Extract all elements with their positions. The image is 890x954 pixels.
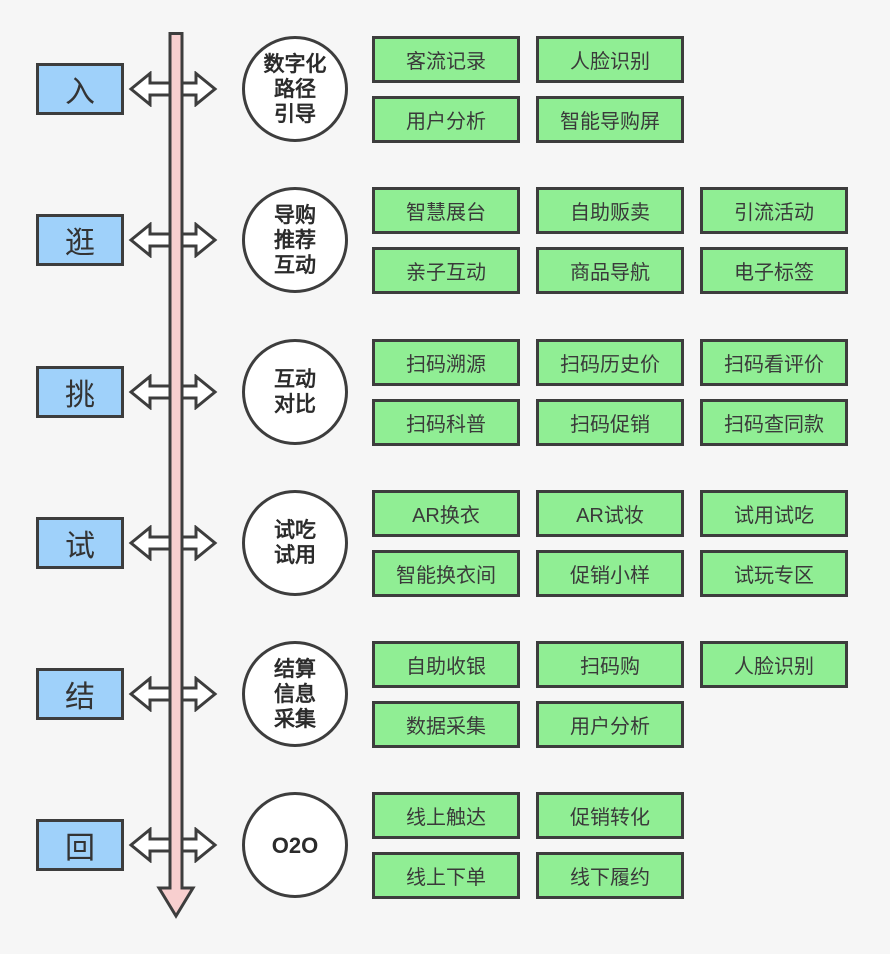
circle-label-line: O2O (271, 832, 319, 858)
category-circle: 结算 信息 采集 (242, 641, 348, 747)
feature-box: 促销小样 (536, 550, 684, 597)
stage-box: 回 (36, 819, 124, 871)
feature-box: 扫码购 (536, 641, 684, 688)
feature-group: 扫码溯源 扫码历史价 扫码看评价 扫码科普 扫码促销 扫码查同款 (372, 339, 872, 446)
feature-box: 智能导购屏 (536, 96, 684, 143)
circle-label-line: 推荐 (274, 228, 316, 252)
feature-box: AR换衣 (372, 490, 520, 537)
feature-group: 自助收银 扫码购 人脸识别 数据采集 用户分析 (372, 641, 872, 748)
circle-label-line: 试用 (274, 544, 316, 567)
feature-box: AR试妆 (536, 490, 684, 537)
feature-box: 线下履约 (536, 852, 684, 899)
category-circle: 导购 推荐 互动 (242, 187, 348, 293)
feature-box: 亲子互动 (372, 247, 520, 294)
category-circle: 互动 对比 (242, 339, 348, 445)
circle-label-line: 试吃 (274, 519, 316, 542)
journey-row-pick: 挑 互动 对比 扫码溯源 扫码历史价 扫码看评价 扫码科普 扫码促销 扫码查同款 (0, 317, 890, 467)
feature-box: 电子标签 (700, 247, 848, 294)
stage-box: 试 (36, 517, 124, 569)
category-circle: 试吃 试用 (242, 490, 348, 596)
feature-box: 自助收银 (372, 641, 520, 688)
circle-label-line: 信息 (274, 682, 316, 706)
feature-box: 自助贩卖 (536, 187, 684, 234)
circle-label-line: 路径 (274, 77, 316, 101)
journey-row-browse: 逛 导购 推荐 互动 智慧展台 自助贩卖 引流活动 亲子互动 商品导航 电子标签 (0, 165, 890, 315)
feature-box: 扫码溯源 (372, 339, 520, 386)
circle-label-line: 引导 (274, 102, 316, 126)
journey-row-try: 试 试吃 试用 AR换衣 AR试妆 试用试吃 智能换衣间 促销小样 试玩专区 (0, 468, 890, 618)
feature-box: 客流记录 (372, 36, 520, 83)
feature-box: 引流活动 (700, 187, 848, 234)
timeline-arrow-icon (156, 32, 196, 919)
feature-box: 线上下单 (372, 852, 520, 899)
feature-group: AR换衣 AR试妆 试用试吃 智能换衣间 促销小样 试玩专区 (372, 490, 872, 597)
stage-box: 结 (36, 668, 124, 720)
feature-group: 智慧展台 自助贩卖 引流活动 亲子互动 商品导航 电子标签 (372, 187, 872, 294)
feature-box: 扫码促销 (536, 399, 684, 446)
circle-label-line: 互动 (274, 253, 316, 277)
feature-box: 用户分析 (372, 96, 520, 143)
feature-box: 促销转化 (536, 792, 684, 839)
feature-box: 试玩专区 (700, 550, 848, 597)
journey-row-checkout: 结 结算 信息 采集 自助收银 扫码购 人脸识别 数据采集 用户分析 (0, 619, 890, 769)
category-circle: 数字化 路径 引导 (242, 36, 348, 142)
stage-box: 挑 (36, 366, 124, 418)
circle-label-line: 采集 (274, 707, 316, 731)
feature-box: 人脸识别 (700, 641, 848, 688)
feature-box: 智能换衣间 (372, 550, 520, 597)
journey-row-return: 回 O2O 线上触达 促销转化 线上下单 线下履约 (0, 770, 890, 920)
feature-box: 人脸识别 (536, 36, 684, 83)
feature-box: 线上触达 (372, 792, 520, 839)
circle-label-line: 数字化 (263, 52, 327, 76)
feature-box: 扫码查同款 (700, 399, 848, 446)
journey-row-enter: 入 数字化 路径 引导 客流记录 人脸识别 用户分析 智能导购屏 (0, 14, 890, 164)
stage-box: 入 (36, 63, 124, 115)
feature-box: 试用试吃 (700, 490, 848, 537)
circle-label-line: 对比 (274, 393, 316, 416)
circle-label-line: 互动 (274, 368, 316, 391)
circle-label-line: 导购 (274, 203, 316, 227)
category-circle: O2O (242, 792, 348, 898)
feature-group: 客流记录 人脸识别 用户分析 智能导购屏 (372, 36, 872, 143)
stage-box: 逛 (36, 214, 124, 266)
feature-box: 数据采集 (372, 701, 520, 748)
feature-box: 商品导航 (536, 247, 684, 294)
feature-box: 扫码看评价 (700, 339, 848, 386)
feature-box: 扫码历史价 (536, 339, 684, 386)
circle-label-line: 结算 (274, 657, 316, 681)
feature-box: 用户分析 (536, 701, 684, 748)
feature-box: 智慧展台 (372, 187, 520, 234)
feature-box: 扫码科普 (372, 399, 520, 446)
feature-group: 线上触达 促销转化 线上下单 线下履约 (372, 792, 872, 899)
